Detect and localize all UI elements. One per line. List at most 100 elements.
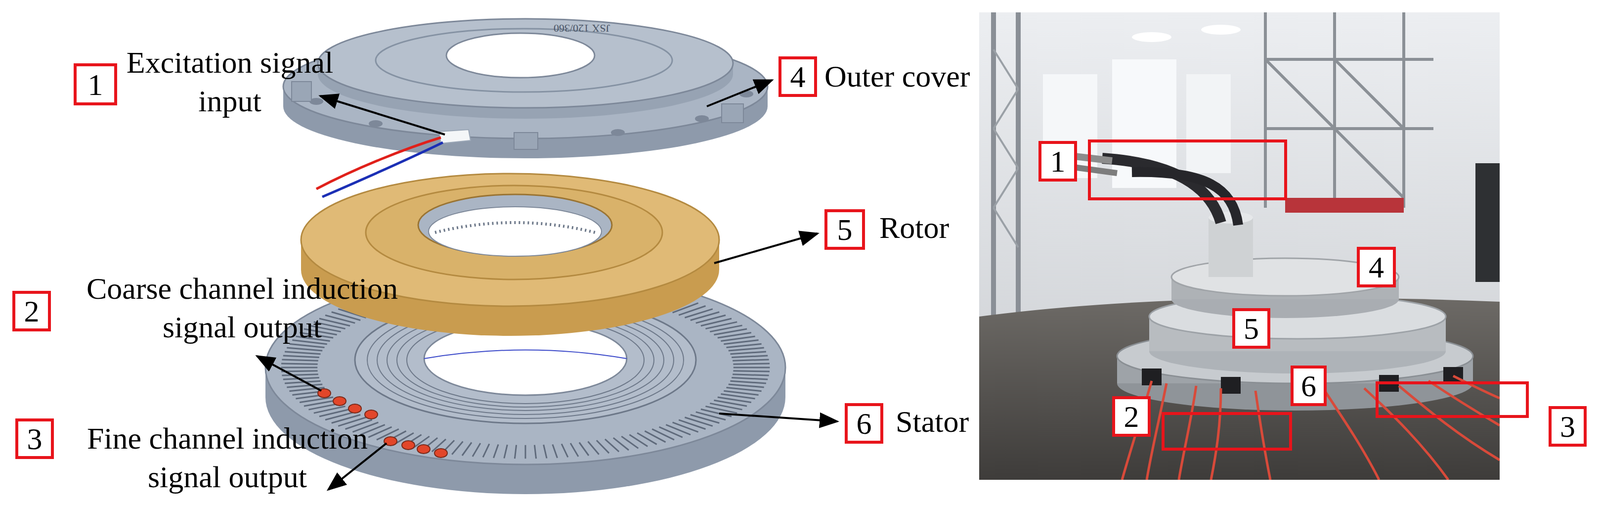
drawing-part bbox=[434, 448, 448, 458]
comb-tick bbox=[684, 308, 713, 318]
comb-tick bbox=[524, 444, 527, 459]
callout-box: 4 bbox=[1356, 246, 1396, 288]
comb-tick bbox=[690, 311, 720, 321]
drawing-part bbox=[1428, 380, 1500, 426]
drawing-part bbox=[1208, 217, 1254, 277]
drawing-part bbox=[317, 18, 734, 108]
comb-tick bbox=[543, 444, 547, 458]
drawing-part bbox=[1220, 376, 1241, 394]
drawing-part bbox=[993, 88, 1019, 129]
comb-tick bbox=[731, 355, 768, 358]
drawing-part bbox=[291, 81, 312, 102]
comb-tick bbox=[732, 359, 769, 361]
drawing-part bbox=[428, 206, 602, 257]
comb-tick bbox=[368, 426, 392, 437]
drawing-part bbox=[418, 194, 612, 256]
comb-tick bbox=[605, 438, 619, 452]
drawing-part bbox=[993, 168, 1019, 208]
drawing-part bbox=[316, 137, 441, 189]
comb-tick bbox=[723, 340, 759, 345]
comb-tick bbox=[665, 424, 691, 435]
comb-tick bbox=[289, 343, 325, 347]
comb-tick bbox=[514, 444, 517, 459]
comb-tick bbox=[462, 442, 472, 456]
callout-box: 3 bbox=[15, 418, 54, 459]
comb-tick bbox=[561, 443, 568, 457]
drawing-part bbox=[1255, 390, 1271, 480]
callout-number: 4 bbox=[1368, 251, 1384, 283]
drawing-part bbox=[1210, 388, 1221, 480]
comb-tick bbox=[690, 414, 720, 424]
callout-number: 5 bbox=[1243, 312, 1259, 344]
drawing-part bbox=[1334, 59, 1404, 129]
comb-tick bbox=[570, 442, 579, 457]
drawing-part bbox=[1178, 385, 1197, 480]
callout-box: 3 bbox=[1548, 405, 1587, 447]
comb-tick bbox=[281, 374, 318, 376]
drawing-part bbox=[1265, 57, 1434, 61]
callout-box: 6 bbox=[844, 402, 884, 444]
signal-label: Fine channel induction signal output bbox=[54, 419, 401, 496]
comb-tick bbox=[286, 384, 323, 388]
comb-tick bbox=[728, 347, 765, 351]
drawing-part bbox=[993, 207, 1019, 248]
comb-tick bbox=[695, 314, 726, 323]
comb-tick bbox=[281, 363, 318, 364]
drawing-part bbox=[721, 103, 744, 123]
drawing-part bbox=[1265, 12, 1434, 208]
drawing-part bbox=[993, 128, 1019, 169]
callout-box: 4 bbox=[778, 56, 818, 97]
comb-tick bbox=[732, 374, 769, 376]
drawing-part bbox=[333, 396, 346, 406]
comb-tick bbox=[534, 444, 536, 459]
drawing-part bbox=[694, 115, 709, 123]
drawing-part bbox=[993, 49, 1019, 89]
drawing-part bbox=[309, 90, 754, 136]
comb-tick bbox=[451, 441, 463, 455]
comb-tick bbox=[730, 380, 767, 384]
leader-arrow bbox=[706, 80, 773, 107]
drawing-part bbox=[1443, 366, 1464, 384]
comb-tick bbox=[700, 408, 732, 417]
comb-tick bbox=[733, 366, 771, 369]
callout-number: 2 bbox=[1124, 400, 1140, 432]
comb-tick bbox=[733, 363, 770, 364]
comb-tick bbox=[723, 390, 759, 395]
comb-tick bbox=[319, 318, 350, 326]
callout-number: 6 bbox=[1300, 370, 1317, 401]
drawing-part bbox=[348, 403, 362, 413]
callout-number: 5 bbox=[837, 214, 853, 245]
callout-number: 3 bbox=[1559, 410, 1576, 442]
comb-tick bbox=[552, 444, 558, 458]
leader-arrow bbox=[257, 355, 322, 391]
drawing-part bbox=[1324, 390, 1380, 480]
comb-tick bbox=[588, 441, 600, 455]
drawing-part bbox=[1089, 140, 1286, 199]
outer-cover bbox=[283, 18, 768, 197]
comb-tick bbox=[472, 442, 481, 457]
comb-tick bbox=[726, 387, 762, 391]
drawing-part bbox=[993, 49, 1019, 248]
drawing-part bbox=[322, 142, 443, 197]
drawing-part bbox=[993, 12, 1019, 322]
callout-number: 4 bbox=[790, 61, 806, 92]
signal-label: Coarse channel induction signal output bbox=[54, 269, 431, 346]
comb-tick bbox=[281, 359, 318, 361]
callout-box: 2 bbox=[12, 290, 51, 332]
comb-tick bbox=[720, 336, 755, 341]
rotor-disc bbox=[301, 173, 720, 336]
drawing-part bbox=[375, 28, 673, 92]
callout-box: 6 bbox=[1290, 365, 1327, 406]
comb-tick bbox=[672, 422, 699, 432]
callout-box: 1 bbox=[73, 63, 118, 106]
highlight-boxes bbox=[1089, 140, 1528, 449]
callout-box: 5 bbox=[1232, 307, 1271, 349]
comb-tick bbox=[286, 347, 323, 351]
drawing-part bbox=[514, 132, 538, 150]
comb-tick bbox=[493, 444, 499, 458]
drawing-part bbox=[1334, 128, 1404, 198]
drawing-part bbox=[1377, 382, 1528, 417]
drawing-part bbox=[1265, 59, 1335, 129]
comb-tick bbox=[731, 377, 768, 380]
